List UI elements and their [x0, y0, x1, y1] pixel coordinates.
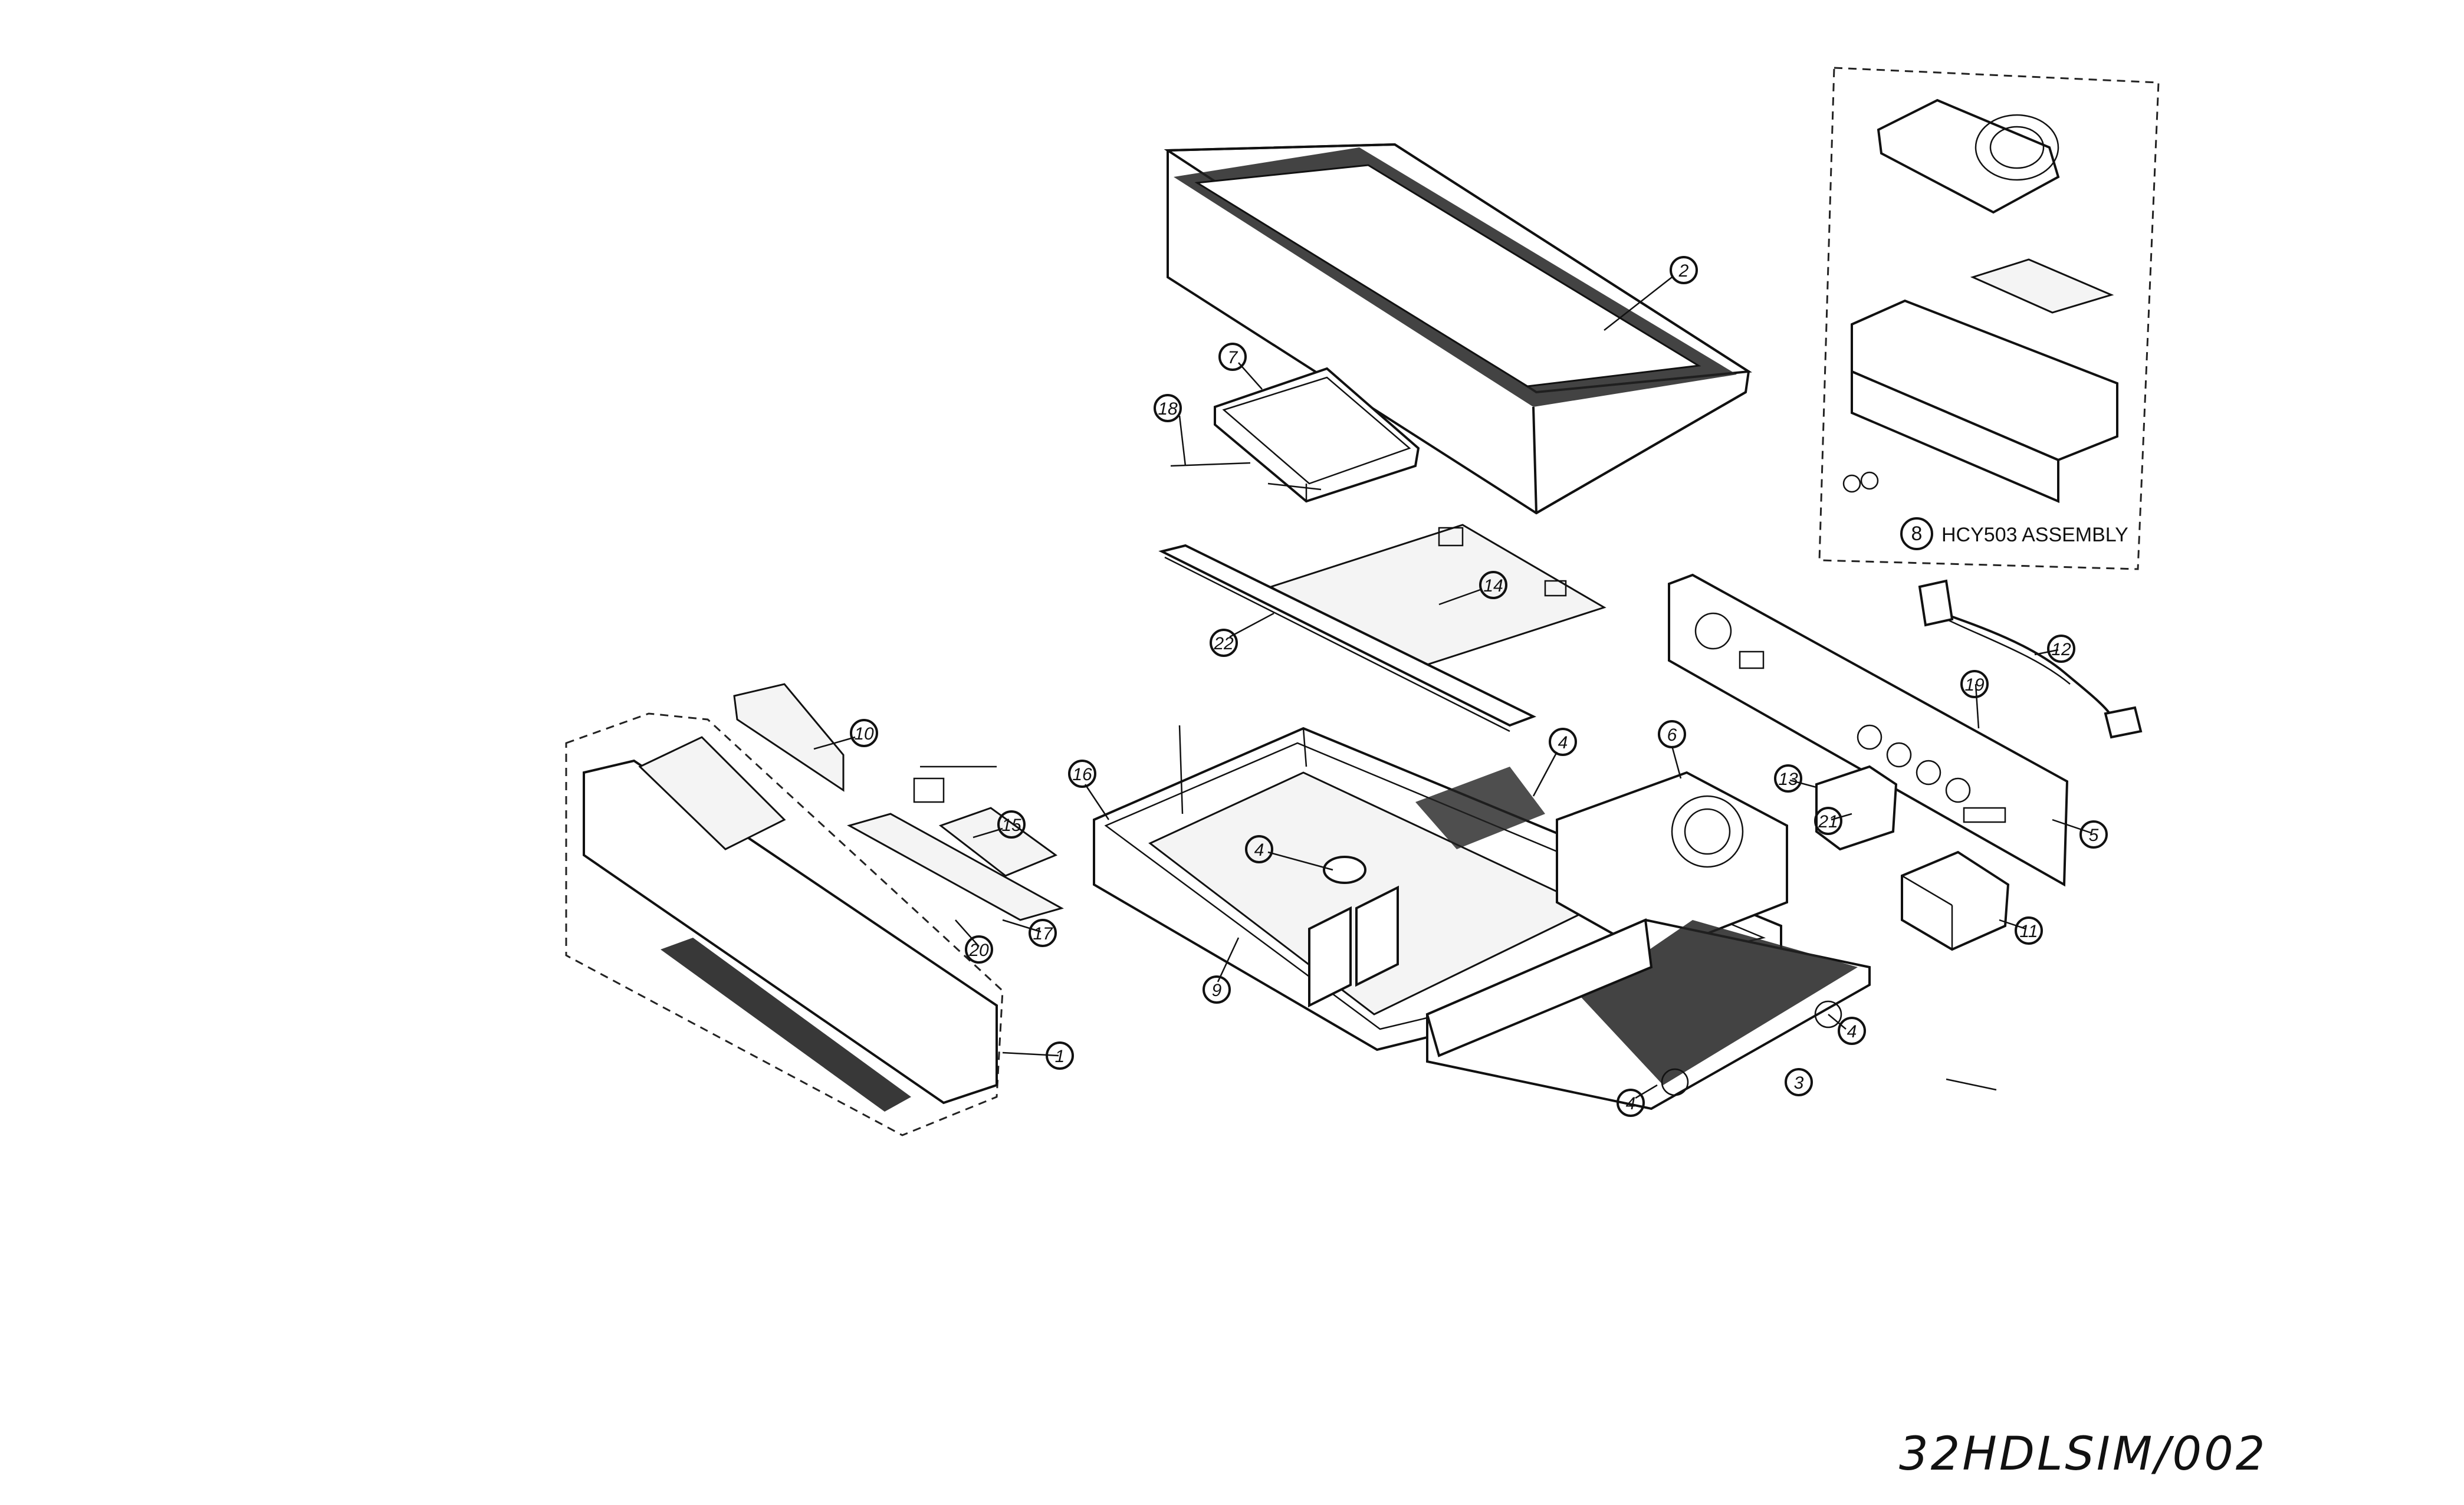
callout-18: 18	[1154, 394, 1182, 422]
svg-text:20: 20	[968, 941, 989, 960]
assembly-number: 8	[1911, 523, 1923, 545]
callout-balloons: 2 7 18 14 22 16 4 9	[850, 256, 2108, 1117]
svg-text:11: 11	[2019, 922, 2038, 941]
svg-text:19: 19	[1964, 675, 1985, 695]
svg-text:10: 10	[854, 724, 874, 744]
callout-15: 15	[997, 810, 1026, 839]
bottom-cover	[1425, 918, 1871, 1110]
callout-7: 7	[1218, 343, 1247, 371]
callout-2: 2	[1670, 256, 1698, 284]
svg-text:15: 15	[1001, 816, 1021, 835]
svg-text:17: 17	[1033, 924, 1053, 944]
svg-text:4: 4	[1626, 1094, 1636, 1113]
callout-6: 6	[1658, 720, 1686, 748]
svg-text:22: 22	[1213, 634, 1234, 653]
bracket-rail	[1158, 544, 1537, 732]
svg-text:21: 21	[1818, 812, 1838, 832]
callout-4-tuner: 4	[1549, 728, 1577, 756]
rear-bracket	[1815, 765, 1898, 851]
svg-text:2: 2	[1678, 261, 1689, 281]
leader-lines	[813, 277, 2091, 1099]
callout-12: 12	[2047, 635, 2075, 663]
power-cord	[1918, 579, 2143, 739]
callout-19: 19	[1960, 670, 1989, 698]
svg-text:12: 12	[2051, 640, 2071, 659]
svg-text:16: 16	[1072, 765, 1092, 784]
top-cover	[1164, 143, 1752, 515]
callout-3: 3	[1785, 1068, 1813, 1096]
svg-text:6: 6	[1667, 725, 1677, 745]
callout-5: 5	[2079, 820, 2108, 849]
svg-text:18: 18	[1158, 399, 1178, 419]
svg-text:4: 4	[1847, 1022, 1857, 1041]
svg-text:1: 1	[1055, 1047, 1065, 1066]
callout-1: 1	[1046, 1041, 1074, 1070]
callout-10: 10	[850, 719, 878, 747]
hard-disk-drive	[1170, 367, 1420, 503]
power-block	[1901, 850, 2010, 951]
svg-text:9: 9	[1212, 981, 1222, 1000]
callout-13: 13	[1774, 764, 1802, 793]
svg-text:3: 3	[1794, 1073, 1804, 1093]
callout-9: 9	[1203, 975, 1231, 1004]
tuner-module	[1415, 767, 1788, 957]
callout-17: 17	[1029, 919, 1057, 947]
callout-11: 11	[2015, 916, 2043, 945]
callout-4-foot-right: 4	[1838, 1017, 1866, 1045]
rear-panel	[1668, 573, 2069, 887]
svg-text:5: 5	[2089, 826, 2099, 845]
assembly-title: HCY503 ASSEMBLY	[1941, 524, 2128, 546]
svg-text:4: 4	[1558, 733, 1568, 752]
callout-22: 22	[1210, 629, 1238, 657]
svg-text:4: 4	[1254, 840, 1264, 860]
handwritten-model-code: 32HDLSIM/002	[1899, 1428, 2267, 1481]
callout-16: 16	[1068, 760, 1096, 788]
callout-20: 20	[965, 935, 993, 964]
sub-board	[1269, 524, 1606, 671]
svg-text:7: 7	[1228, 348, 1238, 367]
assembly-inset: 8 HCY503 ASSEMBLY	[1818, 67, 2160, 570]
svg-text:14: 14	[1483, 576, 1503, 596]
callout-14: 14	[1479, 571, 1507, 599]
callout-21: 21	[1814, 807, 1842, 835]
svg-text:13: 13	[1778, 770, 1798, 789]
front-panel-assembly	[565, 683, 1064, 1136]
callout-4-board: 4	[1245, 835, 1273, 863]
callout-4-foot-left: 4	[1617, 1089, 1645, 1117]
